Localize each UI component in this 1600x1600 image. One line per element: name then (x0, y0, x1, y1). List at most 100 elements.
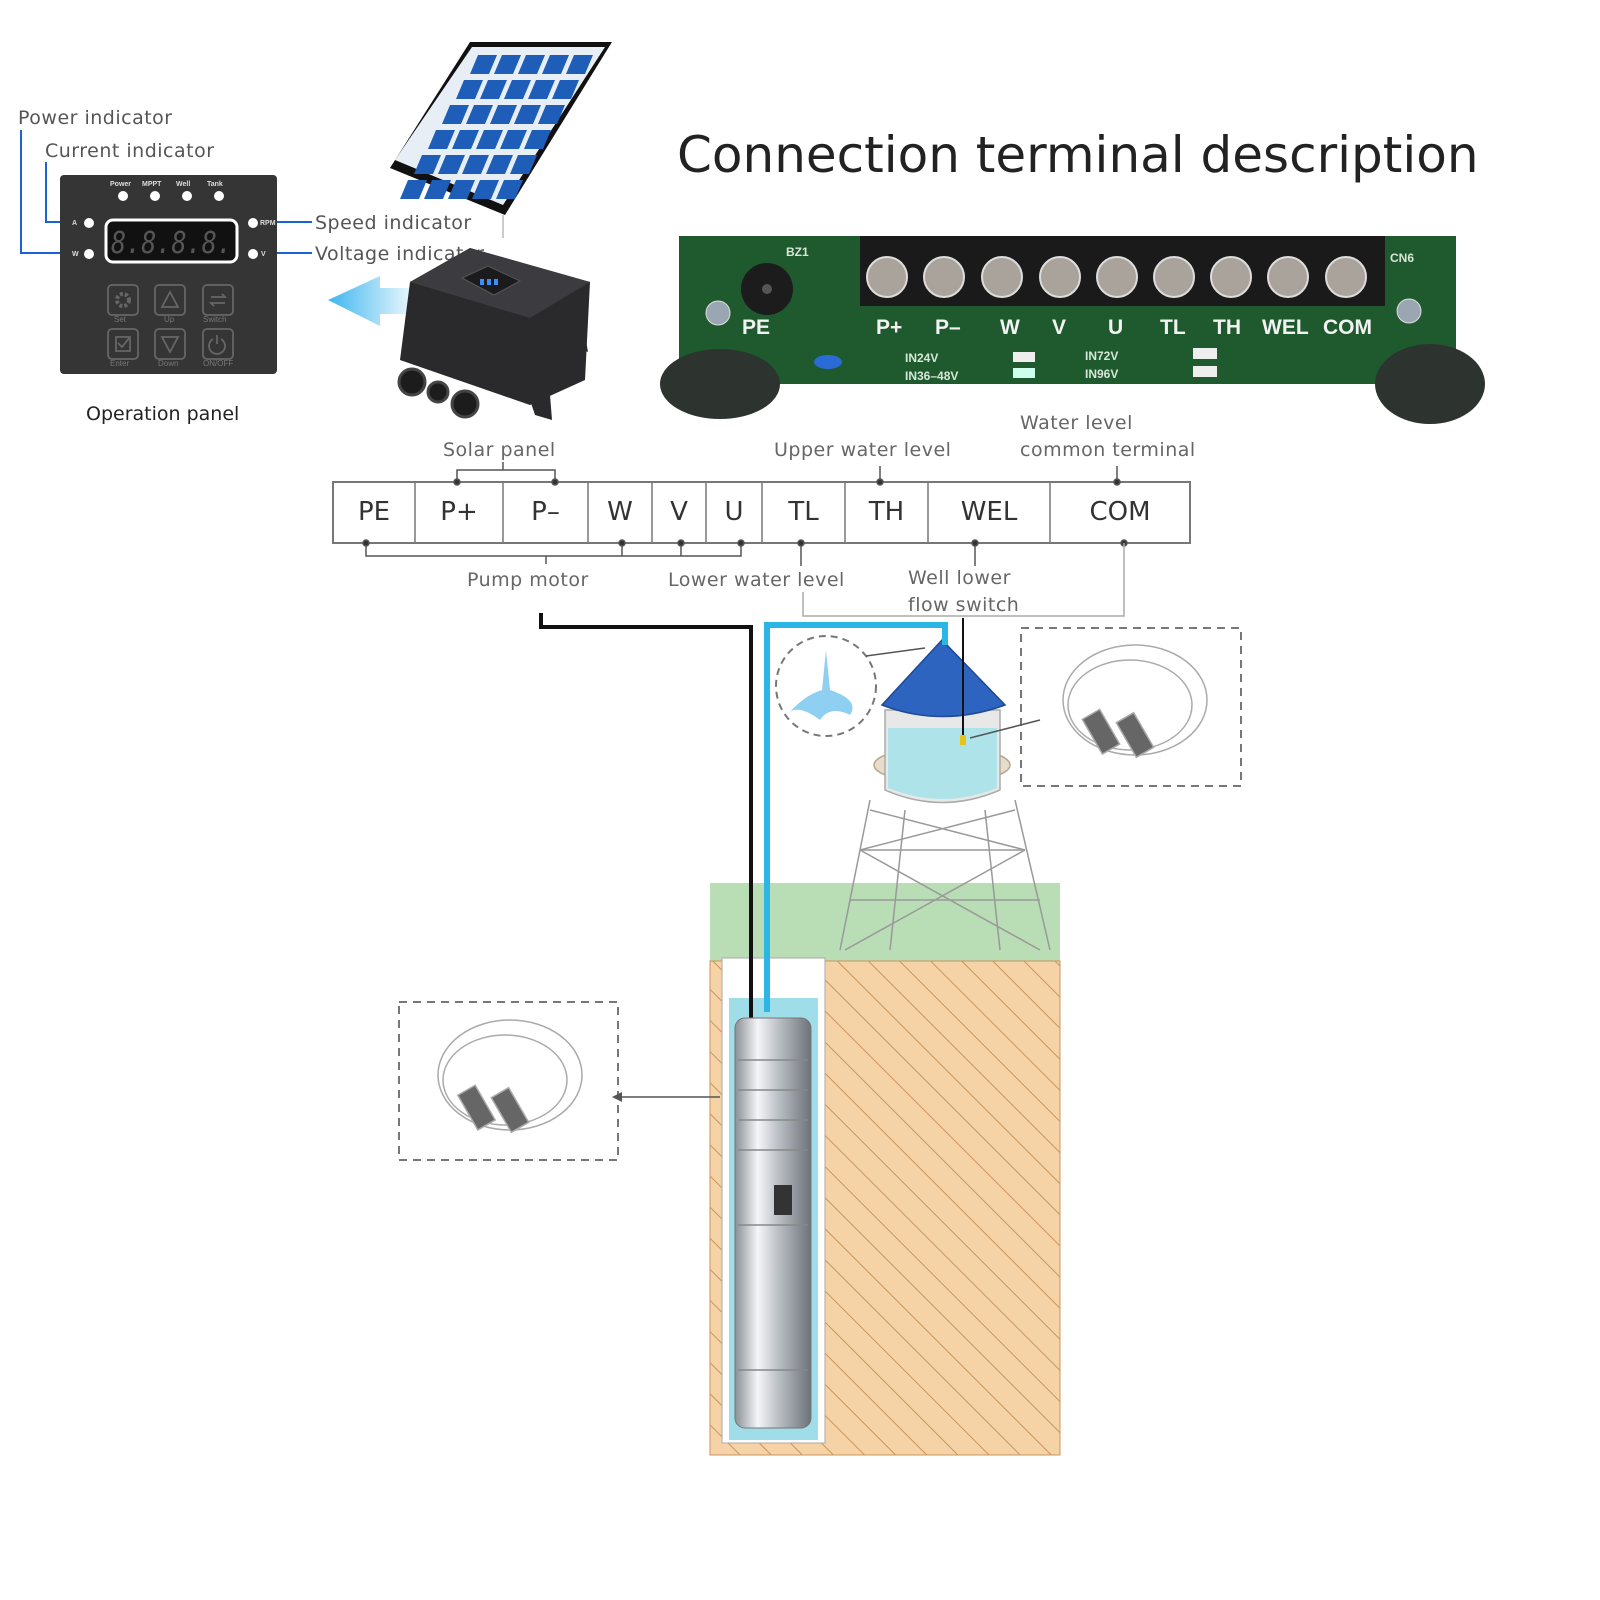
solar-cell (480, 80, 507, 99)
solar-cell (518, 55, 545, 74)
ground-surface (710, 883, 1060, 961)
pcb-label-wel: WEL (1262, 316, 1309, 339)
label-water-level-common-1: Water level (1020, 412, 1133, 434)
led-label-tank: Tank (207, 181, 223, 188)
pump-motor-cable (539, 613, 753, 1020)
power-icon (208, 335, 226, 355)
terminal-connector-lines (362, 462, 1128, 617)
led-label-mppt: MPPT (142, 181, 162, 188)
solar-cell (496, 180, 523, 199)
solar-cell (514, 105, 541, 124)
solar-cell (466, 105, 493, 124)
float-switch (960, 735, 966, 745)
pcb-terminal-photo: BZ1 CN6 PE P+ P– W V U TL TH WEL COM IN2… (660, 236, 1485, 424)
terminal-screw (866, 256, 908, 298)
pcb-in36-48v: IN36–48V (905, 369, 958, 383)
well-led (182, 191, 192, 201)
direction-arrow-icon (328, 276, 410, 326)
solar-cell (476, 130, 503, 149)
display-value: 8.8.8.8. (111, 226, 232, 261)
solar-cell (414, 155, 441, 174)
tank-detail-arrow (969, 719, 1041, 739)
terminal-screw (1096, 256, 1138, 298)
solar-cell (552, 80, 579, 99)
terminal-1: P+ (440, 497, 477, 527)
down-button[interactable] (154, 328, 186, 360)
water-splash-icon (790, 650, 853, 720)
up-button[interactable] (154, 284, 186, 316)
led-label-power: Power (110, 181, 131, 188)
led-label-v: V (261, 251, 266, 258)
terminal-screw (1153, 256, 1195, 298)
terminal-screw (1267, 256, 1309, 298)
pcb-label-th: TH (1213, 316, 1241, 339)
power-indicator-label: Power indicator (18, 107, 173, 129)
pcb-in72v: IN72V (1085, 349, 1118, 363)
up-label: Up (164, 315, 175, 324)
terminal-6: TL (787, 497, 819, 527)
terminal-screw (1039, 256, 1081, 298)
solar-cell (428, 130, 455, 149)
solar-panel-image (390, 42, 612, 215)
power-w-led (84, 249, 94, 259)
tank-led (214, 191, 224, 201)
pcb-label-tl: TL (1160, 316, 1186, 339)
pcb-bz1: BZ1 (786, 245, 809, 259)
float-switch-image-top (1062, 644, 1208, 759)
solar-cell (462, 155, 489, 174)
led-label-rpm: RPM (260, 220, 276, 227)
solar-cell (424, 180, 451, 199)
enter-label: Enter (110, 359, 129, 368)
current-led (84, 218, 94, 228)
mppt-led (150, 191, 160, 201)
checkbox-icon (115, 336, 131, 352)
on-off-label: ON/OFF (203, 359, 233, 368)
pcb-label-com: COM (1323, 316, 1372, 339)
on-off-button[interactable] (202, 328, 234, 360)
terminal-0: PE (358, 497, 390, 527)
pump-controller-image (397, 248, 590, 420)
label-lower-water-level: Lower water level (668, 569, 845, 591)
terminal-screw (1210, 256, 1252, 298)
pcb-in24v: IN24V (905, 351, 938, 365)
pcb-in96v: IN96V (1085, 367, 1118, 381)
terminal-9: COM (1089, 497, 1150, 527)
solar-cell (442, 105, 469, 124)
operation-panel: Power MPPT Well Tank A W RPM V 8.8.8.8. (60, 175, 277, 374)
terminal-screw (1325, 256, 1367, 298)
solar-cell (470, 55, 497, 74)
pcb-label-u: U (1108, 316, 1123, 339)
solar-cell (566, 55, 593, 74)
solar-cell (452, 130, 479, 149)
callout-lines (20, 130, 312, 254)
terminal-5: U (724, 497, 743, 527)
switch-button[interactable] (202, 284, 234, 316)
terminal-screw (981, 256, 1023, 298)
led-label-well: Well (176, 181, 190, 188)
solar-cell (486, 155, 513, 174)
pcb-label-p-minus: P– (935, 316, 961, 339)
operation-panel-caption: Operation panel (86, 403, 239, 425)
solar-cell (400, 180, 427, 199)
solar-cell (542, 55, 569, 74)
solar-cell (538, 105, 565, 124)
triangle-up-icon (160, 290, 180, 308)
pcb-label-pe: PE (742, 316, 770, 339)
pcb-label-w: W (1000, 316, 1020, 339)
terminal-2: P– (531, 497, 560, 527)
speed-indicator-label: Speed indicator (315, 212, 472, 234)
enter-button[interactable] (107, 328, 139, 360)
pcb-label-p-plus: P+ (876, 316, 902, 339)
float-switch-image-well (437, 1019, 583, 1134)
label-upper-water-level: Upper water level (774, 439, 951, 461)
switch-label: Switch (203, 315, 227, 324)
set-label: Set (114, 315, 127, 324)
tank-float-switch-detail (1020, 627, 1242, 787)
label-well-lower-2: flow switch (908, 594, 1019, 616)
solar-cell (472, 180, 499, 199)
solar-cell (494, 55, 521, 74)
set-button[interactable] (107, 284, 139, 316)
terminal-screw (923, 256, 965, 298)
